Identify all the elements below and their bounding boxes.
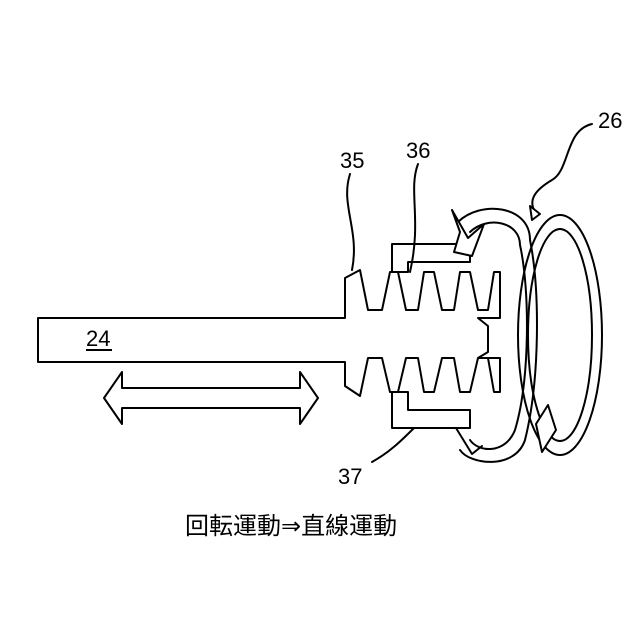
lower-sleeve — [392, 392, 470, 428]
label-37: 37 — [338, 464, 362, 489]
label-24: 24 — [86, 326, 110, 351]
label-36: 36 — [406, 138, 430, 163]
label-26: 26 — [598, 108, 622, 133]
leader-37 — [372, 428, 414, 462]
caption: 回転運動⇒直線運動 — [185, 512, 397, 540]
linear-motion-arrow — [104, 372, 318, 424]
leader-26 — [532, 124, 592, 212]
leader-35 — [347, 174, 354, 270]
label-35: 35 — [340, 148, 364, 173]
